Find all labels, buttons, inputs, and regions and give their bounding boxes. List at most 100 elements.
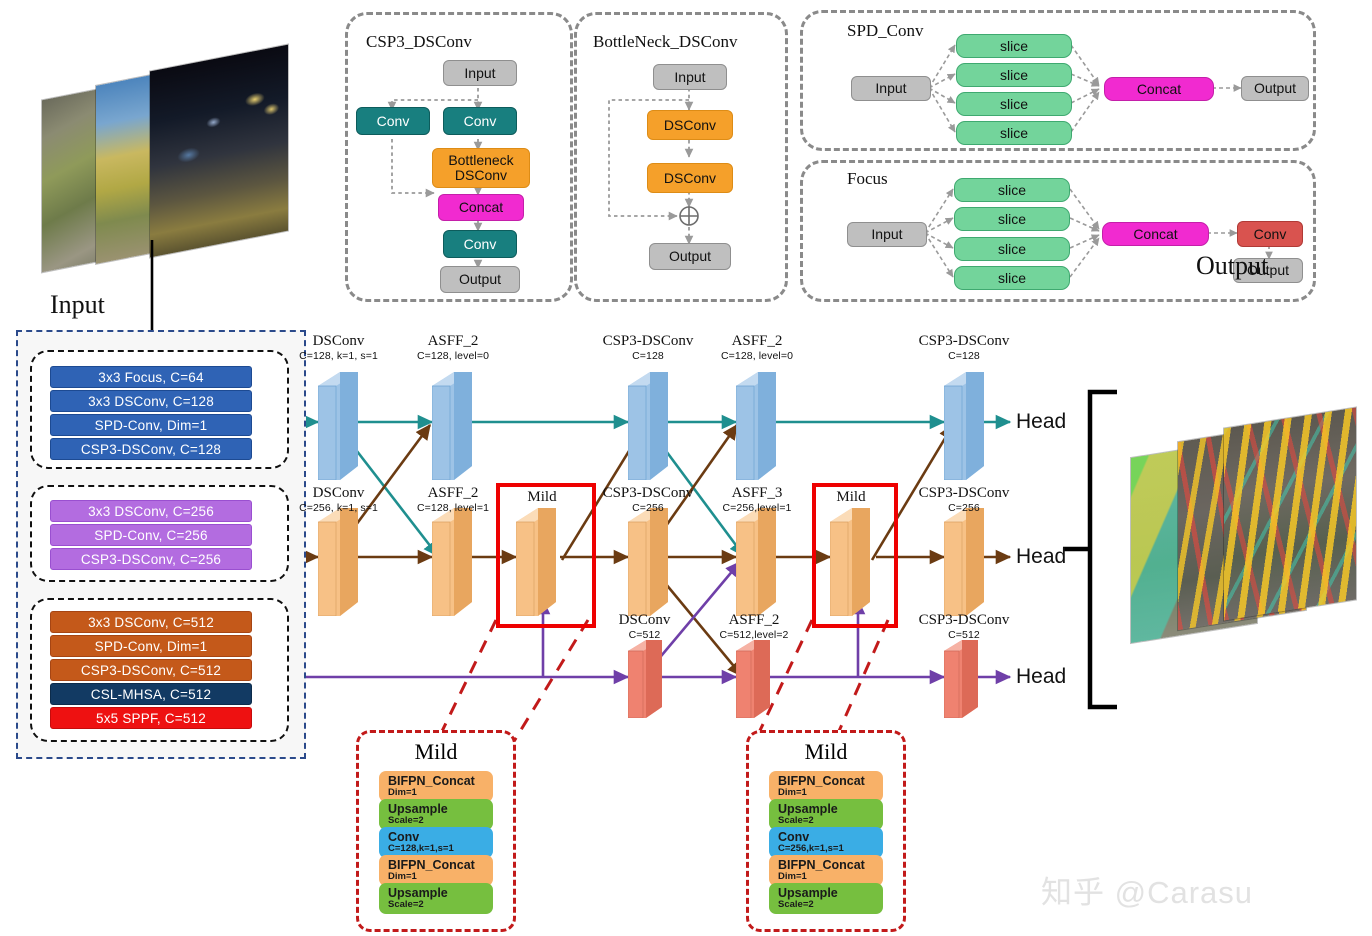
neck-label-csp3-p3-a-name: CSP3-DSConv — [602, 333, 694, 349]
neck-label-dsconv-p4-name: DSConv — [312, 485, 365, 501]
focus-concat-node: Concat — [1102, 222, 1209, 246]
backbone-g3-layer-3: CSL-MHSA, C=512 — [50, 683, 252, 705]
panel-csp3-dsconv: CSP3_DSConv Input Conv Conv Bottleneck D… — [345, 12, 573, 302]
panel-bottleneck-title: BottleNeck_DSConv — [593, 32, 738, 51]
mild-1-row-0-name: BIFPN_Concat — [388, 774, 475, 788]
neck-label-asff2-p3-a-param: C=128, level=0 — [416, 350, 490, 362]
csp3-output-node: Output — [440, 266, 520, 293]
neck-label-csp3-p4-b-name: CSP3-DSConv — [918, 485, 1010, 501]
neck-label-csp3-p3-a-param: C=128 — [632, 350, 664, 362]
neck-label-csp3-p3-a: CSP3-DSConv C=128 — [583, 333, 713, 362]
neck-label-mild-2: Mild — [836, 489, 866, 505]
csp3-input-node: Input — [443, 60, 517, 86]
backbone-g2-layer-0: 3x3 DSConv, C=256 — [50, 500, 252, 522]
mild-1-row-2-param: C=128,k=1,s=1 — [388, 843, 454, 855]
mild-detail-card-1-title: Mild — [414, 739, 458, 764]
neck-label-dsconv-p3-name: DSConv — [312, 333, 365, 349]
neck-label-csp3-p5-param: C=512 — [948, 629, 980, 641]
neck-block-csp3-p3-b — [944, 372, 984, 480]
neck-label-asff2-p5-param: C=512,level=2 — [719, 629, 789, 641]
neck-label-asff3-p4: ASFF_3 C=256,level=1 — [702, 485, 812, 514]
mild-1-row-4-param: Scale=2 — [388, 899, 424, 911]
neck-label-dsconv-p5-param: C=512 — [628, 629, 661, 641]
neck-block-dsconv-p5 — [628, 640, 662, 718]
focus-conv-node: Conv — [1237, 221, 1303, 247]
neck-label-asff2-p4-param: C=128, level=1 — [416, 502, 490, 514]
neck-block-csp3-p3-a — [628, 372, 668, 480]
csp3-conv-right-node: Conv — [443, 107, 517, 135]
mild-detail-card-2: Mild BIFPN_Concat Dim=1 Upsample Scale=2… — [746, 730, 906, 932]
neck-label-csp3-p4-a-name: CSP3-DSConv — [602, 485, 694, 501]
backbone-g1-layer-3: CSP3-DSConv, C=128 — [50, 438, 252, 460]
bottleneck-dsconv2-node: DSConv — [647, 163, 733, 193]
neck-label-csp3-p4-a-param: C=256 — [632, 502, 664, 514]
head-label-p4: Head — [1016, 545, 1067, 568]
backbone-g3-layer-1: SPD-Conv, Dim=1 — [50, 635, 252, 657]
mild-1-row-2-name: Conv — [388, 830, 420, 844]
focus-slice-node-4: slice — [954, 266, 1070, 290]
neck-label-csp3-p4-b-param: C=256 — [948, 502, 980, 514]
csp3-bottleneck-dsconv-node: Bottleneck DSConv — [432, 148, 530, 188]
mild-1-row-3-name: BIFPN_Concat — [388, 858, 475, 872]
backbone-group-1: 3x3 Focus, C=64 3x3 DSConv, C=128 SPD-Co… — [30, 350, 289, 469]
neck-block-asff2-p3-b — [736, 372, 776, 480]
neck-block-csp3-p4-a — [628, 508, 668, 616]
neck-block-dsconv-p3 — [318, 372, 358, 480]
neck-label-asff3-p4-param: C=256,level=1 — [722, 502, 792, 514]
watermark: 知乎 @Carasu — [1041, 875, 1254, 910]
backbone-group-2: 3x3 DSConv, C=256 SPD-Conv, C=256 CSP3-D… — [30, 485, 289, 582]
bottleneck-dsconv1-node: DSConv — [647, 110, 733, 140]
input-photo-front — [150, 44, 288, 258]
neck-label-dsconv-p4-param: C=256, k=1, s=1 — [299, 502, 378, 514]
spd-slice-node-1: slice — [956, 34, 1072, 58]
neck-label-csp3-p5-name: CSP3-DSConv — [918, 612, 1010, 628]
backbone-g1-layer-0: 3x3 Focus, C=64 — [50, 366, 252, 388]
neck-label-asff2-p3-b: ASFF_2 C=128, level=0 — [702, 333, 812, 362]
mild-2-row-0: BIFPN_Concat Dim=1 — [769, 771, 883, 802]
neck-label-dsconv-p5-name: DSConv — [618, 612, 671, 628]
backbone-g3-layer-0: 3x3 DSConv, C=512 — [50, 611, 252, 633]
focus-slice-node-3: slice — [954, 237, 1070, 261]
mild-2-row-0-param: Dim=1 — [778, 787, 807, 799]
mild-2-row-4-name: Upsample — [778, 886, 838, 900]
mild-1-row-1-param: Scale=2 — [388, 815, 424, 827]
mild-1-row-0-param: Dim=1 — [388, 787, 417, 799]
neck-label-asff2-p4: ASFF_2 C=128, level=1 — [398, 485, 508, 514]
neck-label-dsconv-p5: DSConv C=512 — [592, 612, 697, 641]
backbone-g3-layer-4: 5x5 SPPF, C=512 — [50, 707, 252, 729]
neck-label-asff2-p3-b-name: ASFF_2 — [731, 333, 783, 349]
neck-label-asff2-p5-name: ASFF_2 — [728, 612, 780, 628]
neck-block-asff3-p4 — [736, 508, 776, 616]
mild-detail-card-2-title: Mild — [804, 739, 848, 764]
focus-input-node: Input — [847, 222, 927, 247]
head-label-p5: Head — [1016, 665, 1067, 688]
mild-redbox-1 — [496, 483, 596, 628]
bottleneck-output-node: Output — [649, 243, 731, 270]
mild-1-row-1: Upsample Scale=2 — [379, 799, 493, 830]
neck-block-dsconv-p4 — [318, 508, 358, 616]
mild-2-row-4: Upsample Scale=2 — [769, 883, 883, 914]
focus-slice-node-1: slice — [954, 178, 1070, 202]
mild-2-row-3-param: Dim=1 — [778, 871, 807, 883]
neck-label-dsconv-p4: DSConv C=256, k=1, s=1 — [286, 485, 391, 514]
mild-1-row-3-param: Dim=1 — [388, 871, 417, 883]
neck-block-asff2-p3-a — [432, 372, 472, 480]
neck-label-asff2-p5: ASFF_2 C=512,level=2 — [698, 612, 810, 641]
mild-2-row-1-param: Scale=2 — [778, 815, 814, 827]
mild-2-row-1: Upsample Scale=2 — [769, 799, 883, 830]
panel-spd-conv: SPD_Conv Input slice slice slice slice C… — [800, 10, 1316, 151]
neck-label-dsconv-p3-param: C=128, k=1, s=1 — [299, 350, 378, 362]
neck-label-asff2-p3-a-name: ASFF_2 — [427, 333, 479, 349]
neck-label-csp3-p3-b: CSP3-DSConv C=128 — [899, 333, 1029, 362]
input-label: Input — [50, 290, 105, 319]
panel-bottleneck-dsconv: BottleNeck_DSConv Input DSConv DSConv Ou… — [574, 12, 788, 302]
mild-1-row-4: Upsample Scale=2 — [379, 883, 493, 914]
neck-label-csp3-p5: CSP3-DSConv C=512 — [899, 612, 1029, 641]
spd-concat-node: Concat — [1104, 77, 1214, 101]
neck-label-csp3-p4-a: CSP3-DSConv C=256 — [583, 485, 713, 514]
mild-2-row-0-name: BIFPN_Concat — [778, 774, 865, 788]
mild-2-row-3: BIFPN_Concat Dim=1 — [769, 855, 883, 886]
neck-label-asff2-p3-b-param: C=128, level=0 — [720, 350, 794, 362]
backbone-g3-layer-2: CSP3-DSConv, C=512 — [50, 659, 252, 681]
csp3-conv-out-node: Conv — [443, 230, 517, 258]
